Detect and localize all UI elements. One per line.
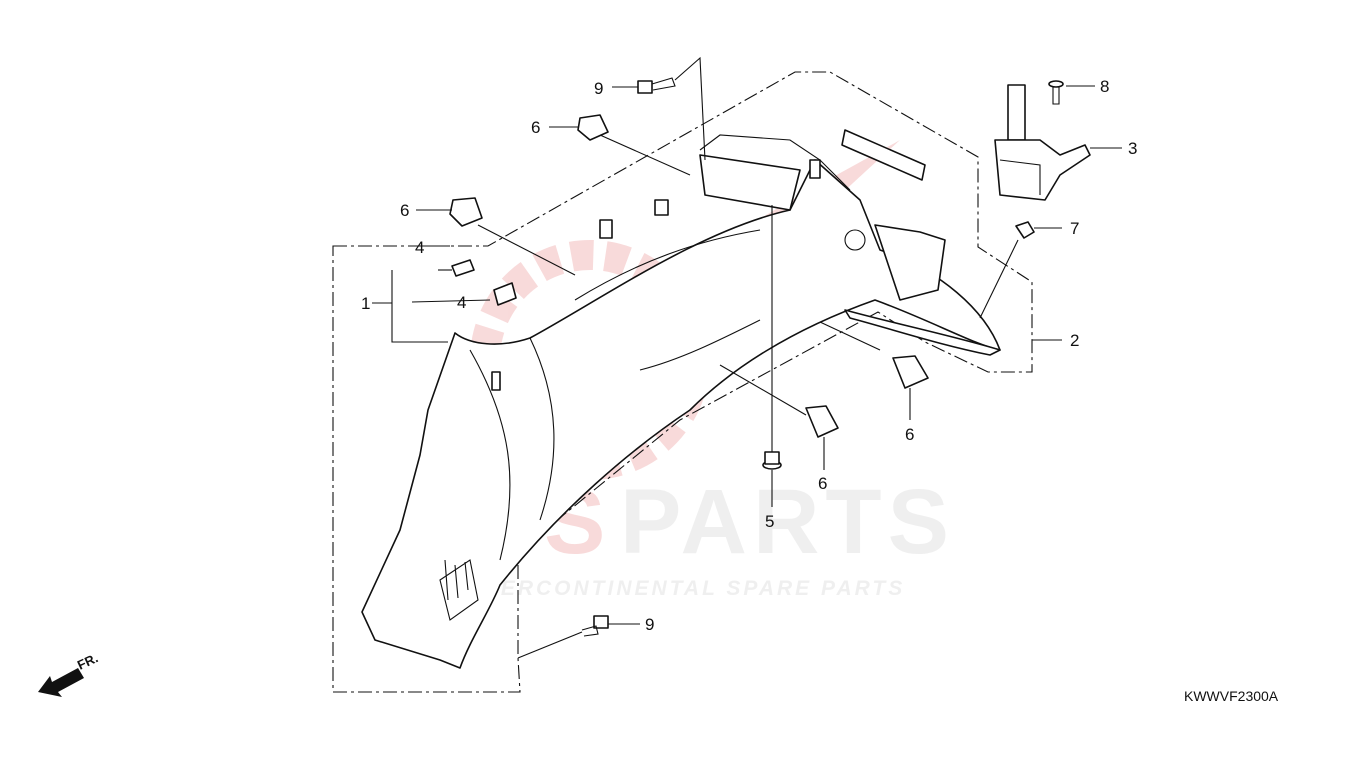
watermark-brand-right: PARTS: [620, 471, 955, 573]
callout-1: 1: [361, 294, 370, 313]
callout-4-lower: 4: [457, 293, 466, 312]
callout-3: 3: [1128, 139, 1137, 158]
clip-nut-part-6-b: [449, 197, 483, 227]
callout-5: 5: [765, 512, 774, 531]
direction-arrow-icon: [38, 668, 84, 697]
assembly-outlines: [332, 71, 1033, 693]
grommet-part-7: [1015, 221, 1035, 239]
callout-6-right: 6: [905, 425, 914, 444]
screw-part-8: [1048, 80, 1064, 105]
callout-2: 2: [1070, 331, 1079, 350]
diagram-reference-code: KWWVF2300A: [1184, 688, 1279, 704]
callout-9-top: 9: [594, 79, 603, 98]
pad-part-4-b: [493, 282, 517, 306]
sticker-strip: [841, 129, 926, 181]
callout-8: 8: [1100, 77, 1109, 96]
watermark-tagline: INTERCONTINENTAL SPARE PARTS: [458, 577, 905, 600]
callout-7: 7: [1070, 219, 1079, 238]
callout-6-top: 6: [531, 118, 540, 137]
direction-label: FR.: [75, 650, 100, 672]
front-direction-indicator: FR.: [38, 650, 100, 697]
callout-4-upper: 4: [415, 238, 424, 257]
rear-fender: [361, 134, 1001, 669]
callout-9-bottom: 9: [645, 615, 654, 634]
bolt-part-9-bottom: [581, 615, 609, 637]
clip-nut-part-6-a: [577, 114, 609, 141]
callout-6-center: 6: [818, 474, 827, 493]
clip-nut-part-6-c: [892, 355, 929, 389]
callout-6-left: 6: [400, 201, 409, 220]
bolt-part-9-top: [637, 77, 676, 94]
leader-lines: [411, 56, 1122, 659]
callout-labels: 1 2 3 4 4 5 6 6 6 6 7 8 9 9: [361, 77, 1137, 634]
clip-nut-part-6-d: [805, 405, 839, 438]
pad-part-4-a: [451, 259, 475, 277]
bolt-part-5: [762, 451, 782, 470]
bracket-part-3: [994, 84, 1091, 201]
